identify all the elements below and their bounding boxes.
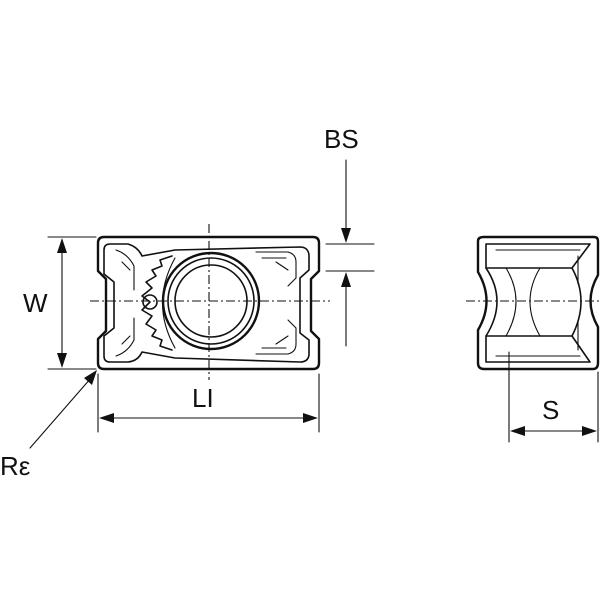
side-view-flank-middle: [505, 267, 541, 337]
dimension-s: S: [508, 351, 599, 443]
w-arrow-top: [57, 238, 67, 253]
r-epsilon-label: Rε: [0, 451, 31, 481]
screw-hole-countersink: [167, 257, 255, 345]
bs-label: BS: [324, 124, 359, 154]
dimension-bs: BS: [324, 124, 375, 347]
bs-arrow-bottom: [341, 272, 351, 287]
li-arrow-right: [303, 413, 318, 423]
side-view-edge-lines: [495, 249, 581, 357]
insert-side-view: [466, 235, 600, 371]
insert-outline: [96, 235, 321, 371]
side-view-land-top: [485, 243, 591, 269]
s-arrow-right: [582, 426, 597, 436]
chip-breaker-contour: [103, 243, 310, 363]
rake-facet-left-top: [115, 249, 135, 291]
side-view-land-bottom: [485, 335, 591, 363]
rake-facet-left-inner: [121, 261, 131, 345]
insert-top-view: [90, 224, 330, 380]
dimension-w: W: [23, 236, 97, 370]
li-label: LI: [192, 383, 214, 413]
w-label: W: [23, 288, 48, 318]
rake-facet-left-bottom: [115, 317, 135, 357]
serration-small-hole: [142, 294, 158, 310]
bs-arrow-top: [341, 228, 351, 243]
dimension-r-epsilon: Rε: [0, 370, 97, 481]
dimension-li: LI: [97, 373, 320, 433]
s-label: S: [542, 395, 559, 425]
r-epsilon-arrow: [84, 370, 97, 385]
li-arrow-left: [99, 413, 114, 423]
rake-facet-right-side: [275, 261, 289, 345]
rake-facet-right-top: [255, 251, 297, 287]
side-view-outline: [476, 235, 600, 371]
serration-ring: [141, 255, 173, 351]
s-arrow-left: [510, 426, 525, 436]
side-view-flank-right: [571, 267, 582, 337]
rake-facet-right-bottom: [255, 319, 297, 355]
w-arrow-bottom: [57, 353, 67, 368]
r-epsilon-leader: [29, 377, 92, 449]
